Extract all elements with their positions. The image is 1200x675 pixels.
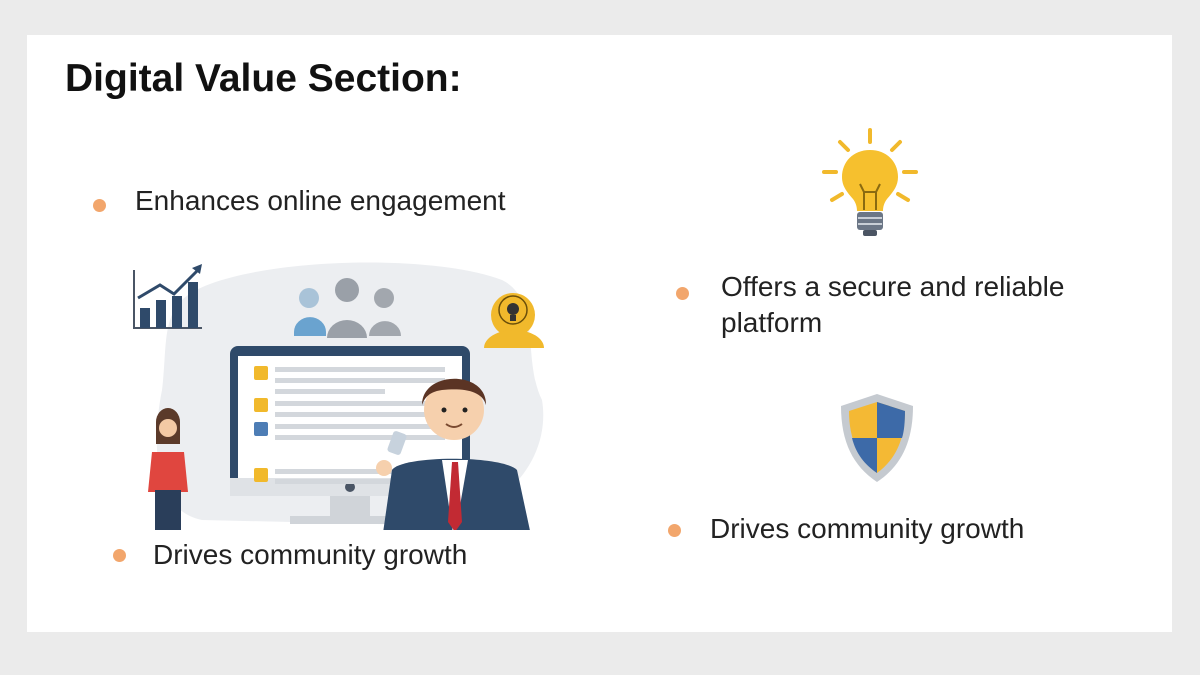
idea-badge-icon xyxy=(484,293,544,348)
business-illustration xyxy=(133,262,544,530)
bullet-community-growth-left: Drives community growth xyxy=(153,539,468,570)
growth-chart-icon xyxy=(133,264,202,329)
bullet-dot xyxy=(676,287,689,300)
businessman-figure xyxy=(376,378,530,530)
people-group-icon xyxy=(294,278,401,338)
bullet-dot xyxy=(93,199,106,212)
slide-title: Digital Value Section: xyxy=(65,57,462,100)
bullet-community-growth-right: Drives community growth xyxy=(710,513,1025,544)
bullet-dot xyxy=(668,524,681,537)
lightbulb-icon xyxy=(822,128,918,236)
woman-figure xyxy=(148,408,188,530)
slide: Digital Value Section: Enhances online e… xyxy=(27,35,1172,632)
bullet-engagement: Enhances online engagement xyxy=(135,185,506,216)
bullet-dot xyxy=(113,549,126,562)
shield-icon xyxy=(841,394,913,482)
bullet-secure-platform: Offers a secure and reliable platform xyxy=(721,271,1065,338)
